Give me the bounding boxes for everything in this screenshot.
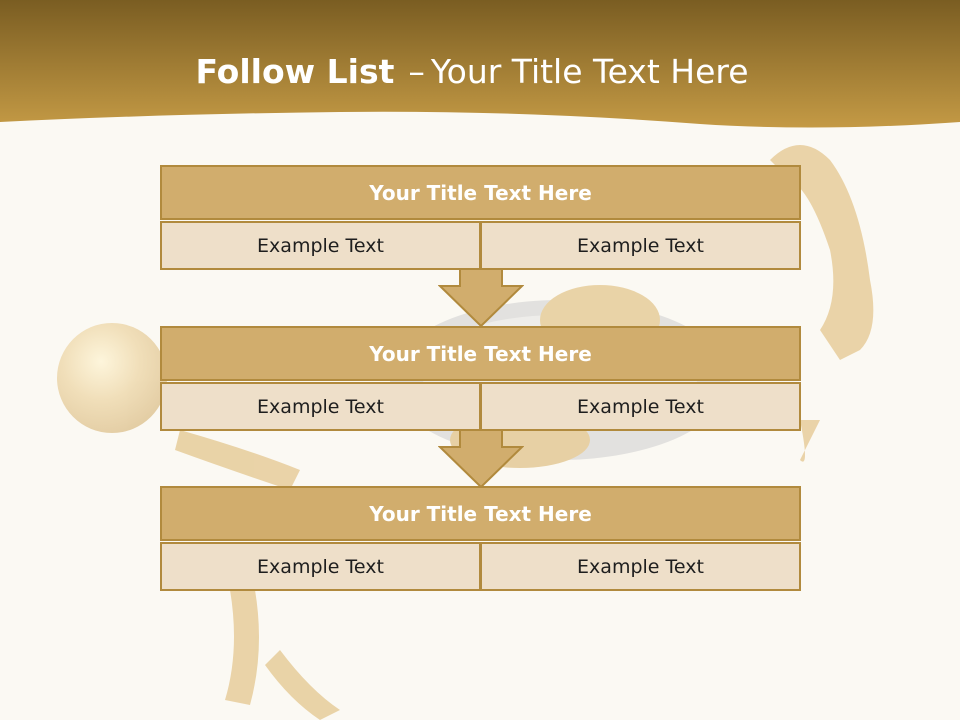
down-arrow-icon — [438, 268, 524, 328]
block-title: Your Title Text Here — [160, 165, 801, 220]
block-title: Your Title Text Here — [160, 486, 801, 541]
block-cell: Example Text — [481, 382, 801, 431]
block-row: Example Text Example Text — [160, 382, 801, 431]
title-rest-text: Your Title Text Here — [430, 52, 749, 91]
list-block: Your Title Text Here Example Text Exampl… — [160, 486, 801, 591]
list-block: Your Title Text Here Example Text Exampl… — [160, 165, 801, 270]
title-bold-text: Follow List — [195, 52, 395, 91]
header-band — [0, 0, 960, 128]
list-block: Your Title Text Here Example Text Exampl… — [160, 326, 801, 431]
block-cell: Example Text — [481, 221, 801, 270]
block-cell: Example Text — [160, 221, 481, 270]
title-separator: – — [408, 52, 425, 91]
block-row: Example Text Example Text — [160, 221, 801, 270]
block-cell: Example Text — [160, 382, 481, 431]
block-cell: Example Text — [481, 542, 801, 591]
down-arrow-icon — [438, 429, 524, 489]
block-cell: Example Text — [160, 542, 481, 591]
slide-title: Follow List–Your Title Text Here — [0, 52, 944, 91]
block-title: Your Title Text Here — [160, 326, 801, 381]
block-row: Example Text Example Text — [160, 542, 801, 591]
